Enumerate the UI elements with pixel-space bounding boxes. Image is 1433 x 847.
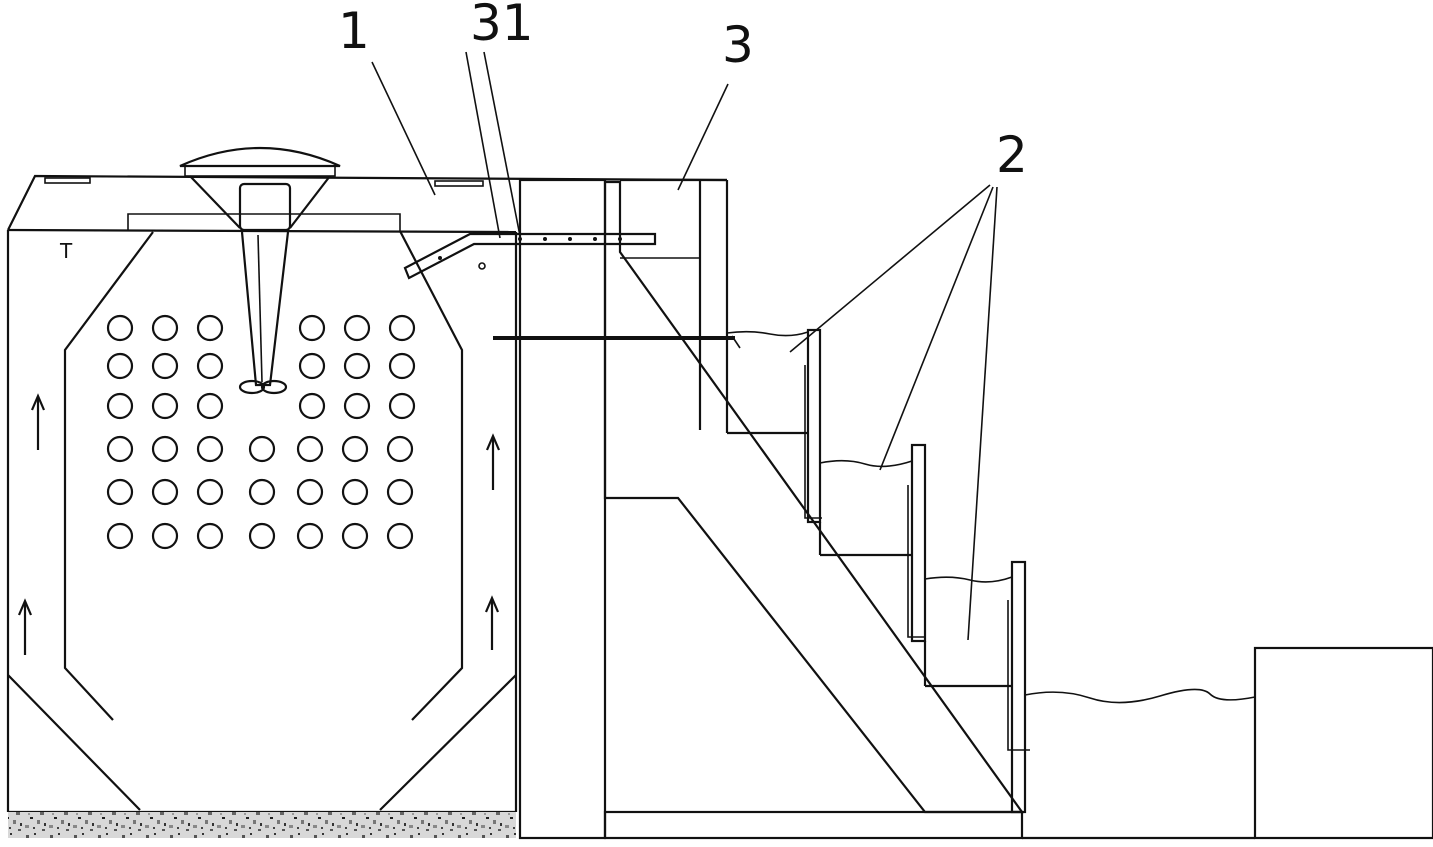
filter-ball <box>151 314 179 342</box>
weir-plate <box>910 443 927 643</box>
tank: T <box>6 146 728 838</box>
concrete-structure <box>518 178 1433 840</box>
filter-ball <box>296 478 324 506</box>
filter-media <box>106 314 416 550</box>
lid-plate <box>127 213 401 231</box>
bottom-slope-left <box>7 674 141 811</box>
filter-ball <box>106 352 134 380</box>
filter-ball <box>296 435 324 463</box>
filter-ball <box>388 392 416 420</box>
filter-ball <box>106 522 134 550</box>
label-tank: 1 <box>338 2 370 60</box>
filter-ball <box>106 435 134 463</box>
filter-ball <box>341 522 369 550</box>
filter-ball <box>343 352 371 380</box>
filter-ball <box>106 478 134 506</box>
filter-ball <box>298 352 326 380</box>
arrow-up-icon <box>30 393 46 450</box>
gravel-base <box>8 812 516 838</box>
tank-lid <box>7 174 728 231</box>
water-surface <box>726 330 809 337</box>
arrow-up-icon <box>17 598 33 655</box>
filter-ball <box>196 435 224 463</box>
filter-ball <box>248 435 276 463</box>
filter-ball <box>341 478 369 506</box>
filter-ball <box>106 314 134 342</box>
label-pipe: 31 <box>470 0 534 52</box>
hatched-slope <box>603 180 1025 814</box>
motor <box>238 182 292 232</box>
filter-ball <box>151 478 179 506</box>
propeller <box>238 379 266 395</box>
small-port <box>478 262 486 270</box>
dome-cover <box>179 146 341 168</box>
arrow-up-icon <box>484 595 500 650</box>
filter-ball <box>106 392 134 420</box>
arrow-up-icon <box>485 433 501 490</box>
water-surface <box>1024 688 1256 704</box>
filter-ball <box>248 522 276 550</box>
weir-plate <box>806 328 822 524</box>
flow-arrows <box>17 393 501 655</box>
filter-ball <box>196 392 224 420</box>
hatched-block-right <box>1253 646 1433 840</box>
filter-ball <box>298 392 326 420</box>
water-surface <box>924 576 1013 583</box>
bottom-slope-right <box>379 674 517 811</box>
lid-hatch-mark-right <box>434 180 484 187</box>
filter-ball <box>388 352 416 380</box>
label-steps: 2 <box>996 126 1028 184</box>
weir-plate <box>1010 560 1027 814</box>
filter-ball <box>151 352 179 380</box>
filter-ball <box>298 314 326 342</box>
cascade-steps <box>726 328 1256 814</box>
filter-ball <box>151 435 179 463</box>
label-column: 3 <box>722 16 754 74</box>
funnel <box>189 175 241 229</box>
filter-ball <box>386 435 414 463</box>
filter-ball <box>343 314 371 342</box>
hatched-wall <box>518 178 607 840</box>
filter-ball <box>151 392 179 420</box>
filter-ball <box>196 314 224 342</box>
filter-ball <box>343 392 371 420</box>
hatched-floor <box>603 810 1024 840</box>
filter-ball <box>248 478 276 506</box>
filter-ball <box>196 478 224 506</box>
filter-ball <box>196 352 224 380</box>
filter-ball <box>296 522 324 550</box>
inner-baffle <box>63 231 154 721</box>
filter-ball <box>196 522 224 550</box>
mixer-shaft <box>240 231 290 387</box>
filter-ball <box>341 435 369 463</box>
column <box>620 178 729 433</box>
annotations: 1 31 3 2 <box>338 0 1028 641</box>
water-surface <box>819 459 913 468</box>
inlet-pipe <box>403 232 657 280</box>
marker-t: T <box>59 239 73 263</box>
filter-ball <box>386 478 414 506</box>
filter-ball <box>388 314 416 342</box>
lid-hatch-mark-left <box>44 177 91 184</box>
filter-ball <box>151 522 179 550</box>
filter-ball <box>386 522 414 550</box>
